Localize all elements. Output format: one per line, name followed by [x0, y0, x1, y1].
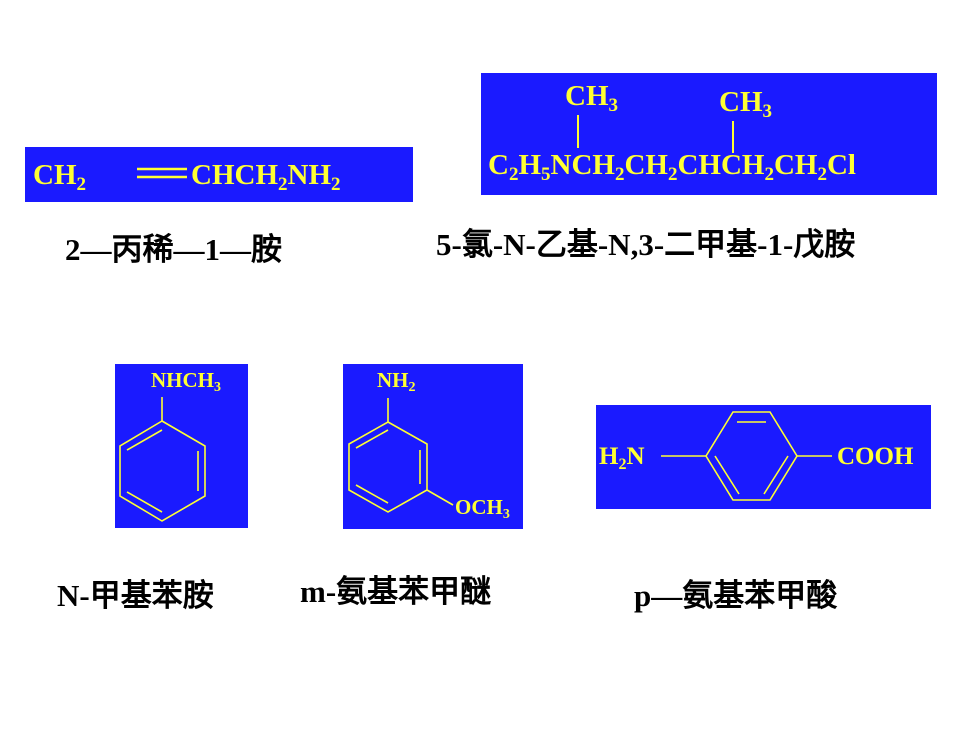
n-methylaniline-structure-panel: NHCH3: [115, 364, 248, 528]
group-subscript: 2: [618, 456, 626, 473]
pentanamine-structure-panel: CH3 CH3 C2H5NCH2CH2CHCH2CH2Cl: [481, 73, 937, 195]
svg-text:C2H5NCH2CH2CHCH2CH2Cl: C2H5NCH2CH2CHCH2CH2Cl: [488, 149, 856, 185]
formula-text: NH: [288, 159, 332, 191]
allylamine-formula: CH2 CHCH2NH2: [33, 159, 341, 195]
pentanamine-formula: CH3 CH3 C2H5NCH2CH2CHCH2CH2Cl: [488, 80, 856, 185]
allylamine-structure-panel: CH2 CHCH2NH2: [25, 147, 413, 202]
branch-subscript: 3: [609, 95, 619, 116]
svg-text:CH3: CH3: [565, 80, 618, 116]
substituent-text: NHCH: [151, 368, 214, 392]
caption-allylamine: 2—丙稀—1—胺: [65, 232, 282, 267]
m-anisidine-diagram: NH2 OCH3: [348, 368, 510, 522]
formula-subscript: 2: [77, 174, 87, 195]
svg-text:CH3: CH3: [719, 86, 772, 122]
benzene-ring: [661, 411, 832, 501]
formula-text: CHCH: [191, 159, 278, 191]
n-methylaniline-diagram: NHCH3: [119, 368, 221, 522]
group-text: COOH: [837, 443, 914, 470]
caption-pentanamine: 5-氯-N-乙基-N,3-二甲基-1-戊胺: [436, 227, 856, 262]
svg-text:CHCH2NH2: CHCH2NH2: [191, 159, 341, 195]
chain-subscript: 5: [541, 164, 551, 185]
svg-text:CH2: CH2: [33, 159, 86, 195]
substituent-subscript: 3: [503, 507, 510, 522]
chain-subscript: 2: [764, 164, 774, 185]
caption-p-aminobenzoic-acid: p—氨基苯甲酸: [634, 578, 838, 613]
benzene-ring: [119, 397, 206, 522]
formula-text: CH: [33, 159, 77, 191]
p-aminobenzoic-acid-diagram: H2N COOH: [599, 411, 914, 501]
formula-subscript: 2: [278, 174, 288, 195]
formula-subscript: 2: [331, 174, 341, 195]
branch-text: CH: [565, 80, 609, 112]
svg-text:NH2: NH2: [377, 368, 416, 395]
chain-text: C: [488, 149, 509, 181]
svg-text:H2N: H2N: [599, 443, 645, 473]
m-anisidine-structure-panel: NH2 OCH3: [343, 364, 523, 529]
caption-m-anisidine: m-氨基苯甲醚: [300, 574, 492, 609]
chain-subscript: 2: [668, 164, 678, 185]
svg-text:OCH3: OCH3: [455, 495, 510, 522]
chain-text: CH: [774, 149, 818, 181]
group-text: H: [599, 443, 619, 470]
chain-text: H: [518, 149, 541, 181]
substituent-subscript: 2: [409, 380, 416, 395]
branch-text: CH: [719, 86, 763, 118]
chain-text: CH: [624, 149, 668, 181]
p-aminobenzoic-acid-structure-panel: H2N COOH: [596, 405, 931, 509]
chain-subscript: 2: [615, 164, 625, 185]
caption-n-methylaniline: N-甲基苯胺: [57, 578, 214, 613]
group-text: N: [626, 443, 644, 470]
branch-subscript: 3: [763, 101, 773, 122]
chain-text: Cl: [827, 149, 856, 181]
substituent-text: OCH: [455, 495, 503, 519]
chain-text: NCH: [551, 149, 616, 181]
chain-subscript: 2: [817, 164, 827, 185]
chain-text: CHCH: [677, 149, 764, 181]
substituent-text: NH: [377, 368, 409, 392]
substituent-subscript: 3: [214, 380, 221, 395]
benzene-ring: [348, 398, 454, 513]
svg-text:NHCH3: NHCH3: [151, 368, 221, 395]
chain-subscript: 2: [509, 164, 519, 185]
